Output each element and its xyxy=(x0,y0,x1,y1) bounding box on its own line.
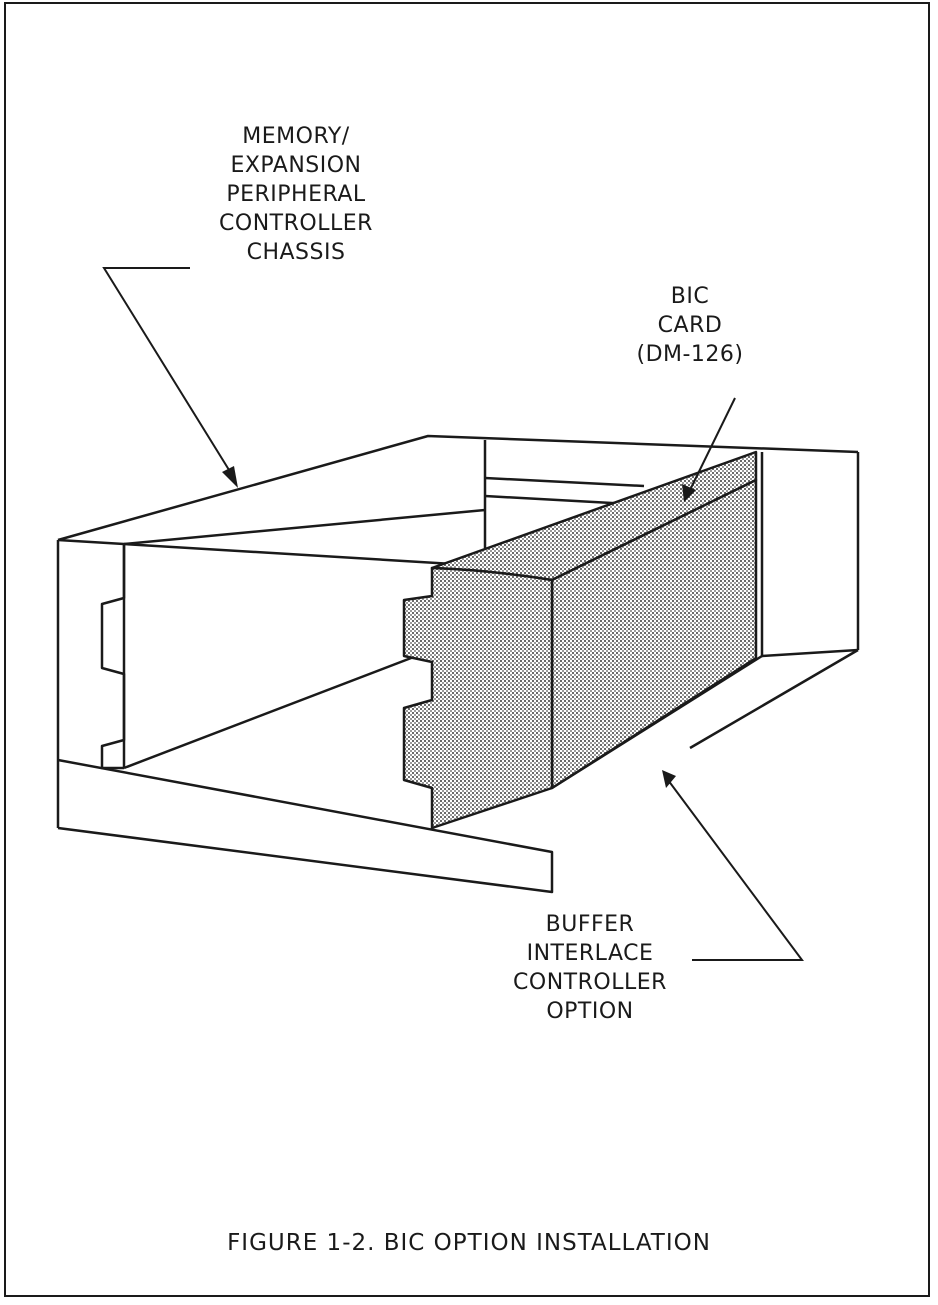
bic-card-label-line: BIC xyxy=(670,284,710,309)
option-leader-line xyxy=(667,779,804,961)
chassis-label-line: CONTROLLER xyxy=(219,211,373,236)
bic-card-label: BIC CARD (DM-126) xyxy=(630,282,750,369)
bic-card-label-line: CARD xyxy=(657,313,723,338)
chassis-label: MEMORY/ EXPANSION PERIPHERAL CONTROLLER … xyxy=(196,122,396,267)
chassis-leader-arrowhead xyxy=(222,466,238,488)
bic-card-side-face xyxy=(402,566,554,830)
left-card-top xyxy=(123,508,486,546)
chassis-base-rail xyxy=(57,758,554,894)
chassis-front-top-edge xyxy=(57,434,859,542)
bic-card-shape xyxy=(402,450,758,830)
left-card-edge-connector xyxy=(100,544,126,770)
option-label-line: OPTION xyxy=(546,999,634,1024)
figure-border xyxy=(4,2,930,1297)
chassis-label-line: EXPANSION xyxy=(230,153,362,178)
chassis-floor-line xyxy=(689,648,859,750)
chassis-label-line: PERIPHERAL xyxy=(226,182,366,207)
chassis-leader-line xyxy=(102,267,235,479)
option-leader-arrowhead xyxy=(662,770,676,788)
chassis-label-line: MEMORY/ xyxy=(242,124,350,149)
card-leader-line xyxy=(689,397,736,491)
option-label: BUFFER INTERLACE CONTROLLER OPTION xyxy=(500,910,680,1026)
chassis-inner-right-wall xyxy=(760,452,859,658)
card-leader-arrowhead xyxy=(682,484,696,502)
chassis-label-line: CHASSIS xyxy=(246,240,346,265)
figure-caption: FIGURE 1-2. BIC OPTION INSTALLATION xyxy=(227,1230,711,1256)
bic-card-label-line: (DM-126) xyxy=(636,342,744,367)
option-label-line: INTERLACE xyxy=(526,941,654,966)
option-label-line: BUFFER xyxy=(545,912,635,937)
option-label-line: CONTROLLER xyxy=(513,970,667,995)
top-rail-2 xyxy=(484,494,631,506)
left-card-bottom xyxy=(123,648,433,770)
top-rail-1 xyxy=(484,476,645,488)
